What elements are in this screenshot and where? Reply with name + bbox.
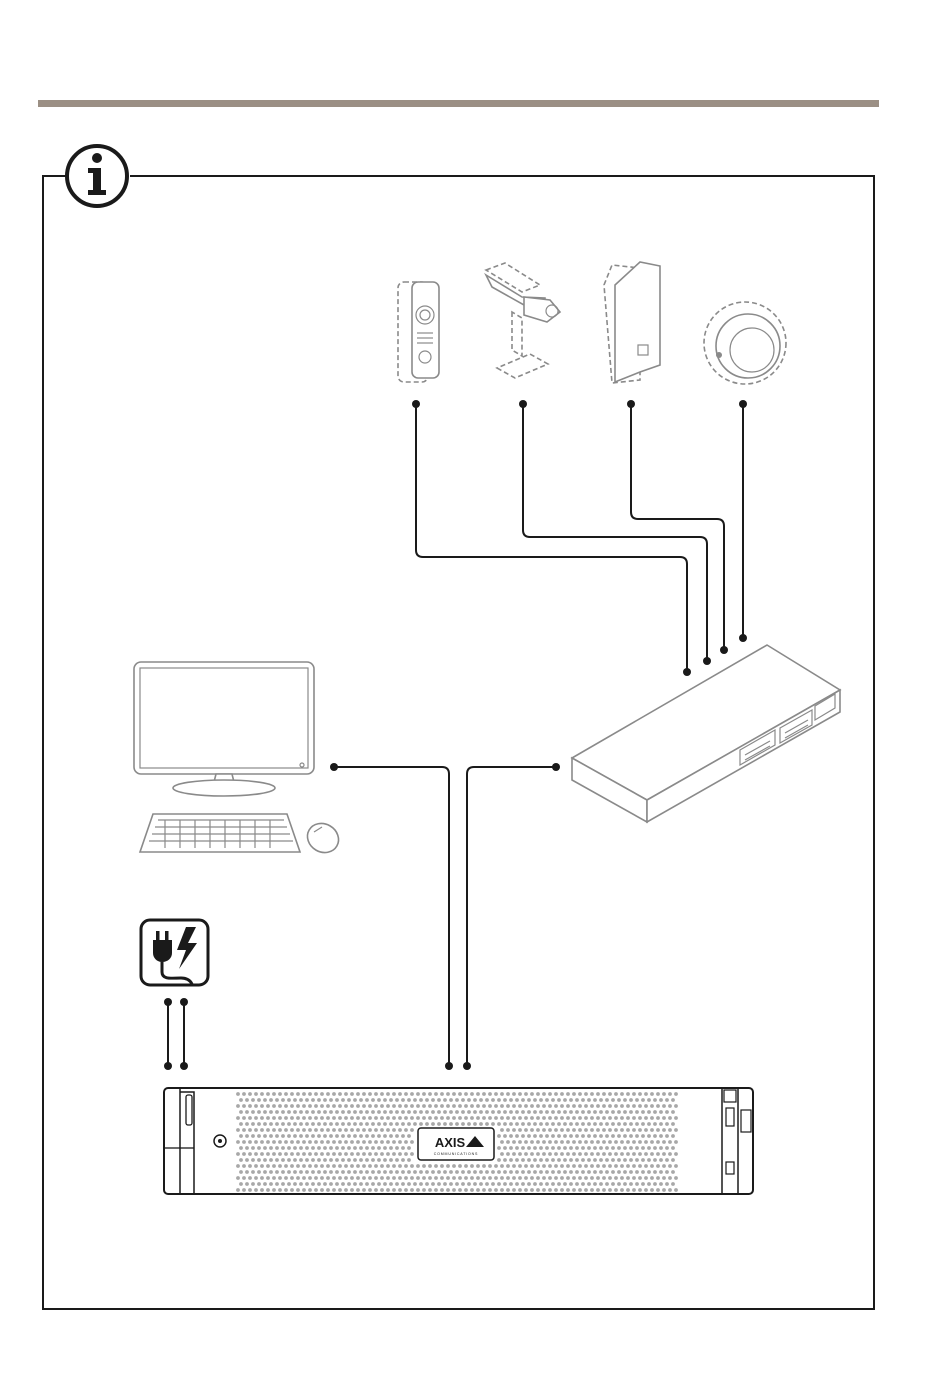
wall-mount-camera-icon: [604, 262, 660, 383]
endpoint-dot: [445, 1062, 453, 1070]
workstation-monitor-icon: [134, 662, 314, 796]
server-brand-logo: AXIS: [435, 1135, 466, 1150]
endpoint-dot: [627, 400, 635, 408]
endpoint-dot: [463, 1062, 471, 1070]
endpoint-dot: [720, 646, 728, 654]
wire-workstation: [334, 767, 449, 1066]
endpoint-dot: [330, 763, 338, 771]
endpoint-dot: [703, 657, 711, 665]
network-switch-icon: [572, 645, 840, 822]
endpoint-dot: [519, 400, 527, 408]
endpoint-dot: [552, 763, 560, 771]
endpoint-dot: [164, 998, 172, 1006]
endpoint-dot: [180, 1062, 188, 1070]
wire-wall-camera: [631, 404, 724, 650]
power-plug-icon: [141, 920, 208, 985]
endpoint-dot: [164, 1062, 172, 1070]
endpoint-dot: [180, 998, 188, 1006]
wire-switch: [467, 767, 556, 1066]
endpoint-dot: [739, 400, 747, 408]
keyboard-icon: [140, 814, 300, 852]
endpoint-dot: [683, 668, 691, 676]
bullet-camera-icon: [486, 263, 560, 378]
mouse-icon: [302, 818, 344, 858]
wire-bullet-camera: [523, 404, 707, 661]
server-brand-sub: COMMUNICATIONS: [434, 1152, 478, 1156]
endpoint-dot: [739, 634, 747, 642]
info-icon: [67, 146, 127, 206]
endpoint-dot: [412, 400, 420, 408]
recorder-server-icon: AXIS COMMUNICATIONS: [164, 1088, 753, 1194]
dome-camera-icon: [704, 302, 786, 384]
door-station-icon: [398, 282, 439, 382]
